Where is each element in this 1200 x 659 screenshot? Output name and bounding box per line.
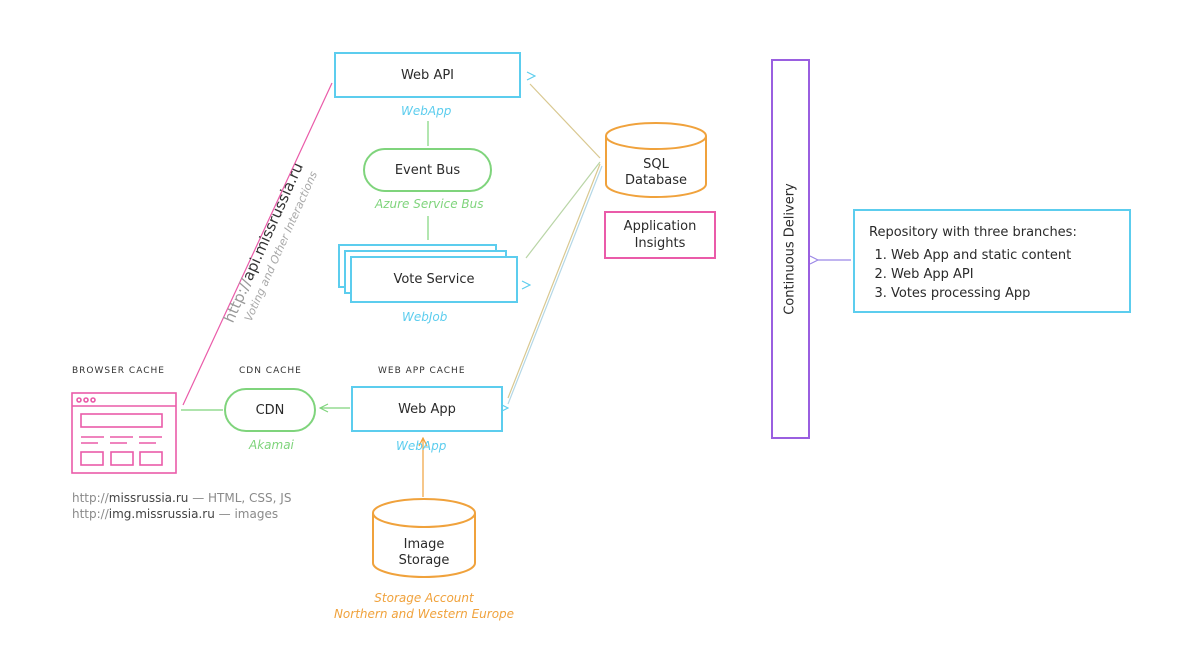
image-storage-platform-line1: Storage Account (374, 591, 474, 605)
vote-service-title: Vote Service (393, 272, 475, 287)
url-suffix: — HTML, CSS, JS (188, 491, 292, 505)
cdn-platform: Akamai (249, 438, 294, 452)
webapp-sql-line (507, 163, 601, 399)
vote-service-box: Vote Service (350, 256, 518, 303)
repository-box: Repository with three branches: Web App … (853, 209, 1131, 313)
cdn-cache-caption: CDN CACHE (239, 366, 302, 376)
repository-branch-item: Web App API (891, 265, 1115, 284)
url-suffix: — images (214, 507, 279, 521)
browser-api-line (182, 82, 333, 406)
site-url-item: http://img.missrussia.ru — images (72, 506, 291, 522)
app-insights-box: Application Insights (604, 211, 716, 259)
browser-window-icon (71, 392, 177, 474)
web-api-box: Web API (334, 52, 521, 98)
site-urls: http://missrussia.ru — HTML, CSS, JS htt… (72, 490, 291, 522)
event-bus-title: Event Bus (394, 162, 461, 178)
sql-database-line2: Database (624, 173, 688, 188)
vote-service-platform: WebJob (402, 310, 448, 324)
cdn-title: CDN (255, 402, 285, 418)
web-api-platform: WebApp (401, 104, 452, 118)
web-api-title: Web API (400, 67, 455, 83)
app-insights-line1: Application (623, 219, 697, 234)
continuous-delivery-box (771, 59, 810, 439)
webapi-sql-line (529, 83, 601, 159)
browser-cache-caption: BROWSER CACHE (72, 366, 165, 376)
web-app-box: Web App (351, 386, 503, 432)
url-prefix: http:// (72, 491, 109, 505)
voteservice-sql-line (525, 161, 601, 259)
url-host: img.missrussia.ru (108, 507, 215, 521)
event-bus-platform: Azure Service Bus (375, 197, 484, 211)
site-url-item: http://missrussia.ru — HTML, CSS, JS (72, 490, 291, 506)
web-app-platform: WebApp (396, 439, 447, 453)
cdn-box: CDN (224, 388, 316, 432)
url-prefix: http:// (72, 507, 109, 521)
url-host: missrussia.ru (108, 491, 189, 505)
repository-branch-item: Web App and static content (891, 246, 1115, 265)
web-app-title: Web App (398, 401, 456, 417)
image-storage-line2: Storage (398, 553, 450, 568)
image-storage-platform: Storage Account Northern and Western Eur… (324, 590, 524, 622)
repository-branch-item: Votes processing App (891, 284, 1115, 303)
app-insights-line2: Insights (634, 236, 686, 251)
continuous-delivery-title: Continuous Delivery (782, 183, 798, 315)
sql-database-label: SQL Database (606, 157, 706, 189)
image-storage-line1: Image (403, 537, 445, 552)
webapp-sql-line-2 (507, 165, 603, 405)
sql-database-cylinder (605, 122, 707, 198)
event-bus-box: Event Bus (363, 148, 492, 192)
sql-database-line1: SQL (643, 157, 669, 172)
web-app-cache-caption: WEB APP CACHE (378, 366, 466, 376)
repository-branch-list: Web App and static content Web App API V… (869, 246, 1115, 303)
image-storage-platform-line2: Northern and Western Europe (333, 607, 515, 621)
image-storage-cylinder (372, 498, 476, 578)
repository-title: Repository with three branches: (869, 225, 1077, 240)
image-storage-label: Image Storage (373, 537, 475, 569)
